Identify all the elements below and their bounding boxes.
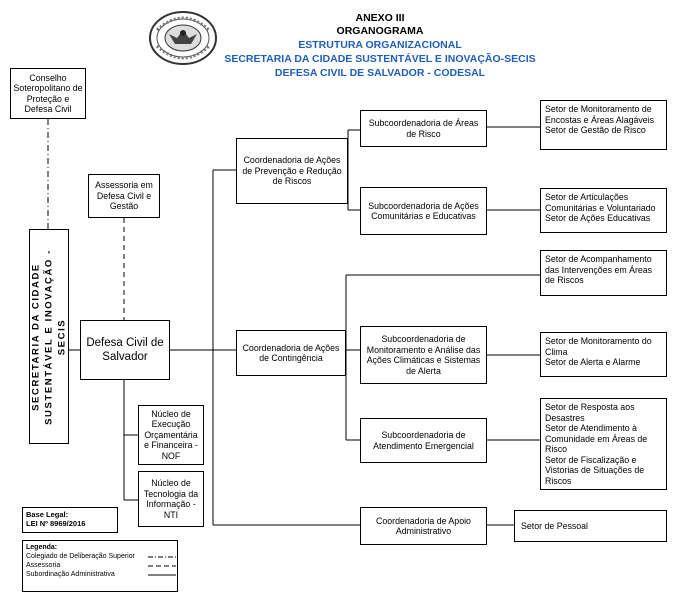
dash-dot-line-icon bbox=[148, 556, 176, 558]
sub-atendimento-box: Subcoordenadoria de Atendimento Emergenc… bbox=[360, 418, 487, 463]
coord-contingencia-box: Coordenadoria de Ações de Contingência bbox=[236, 330, 346, 376]
structure-subtitle: ESTRUTURA ORGANIZACIONAL bbox=[298, 39, 462, 51]
setor-resposta-box: Setor de Resposta aos Desastres Setor de… bbox=[540, 398, 667, 490]
dashed-line-icon bbox=[148, 565, 176, 567]
conselho-box: Conselho Soteropolitano de Proteção e De… bbox=[10, 68, 86, 119]
setor-acompanhamento-box: Setor de Acompanhamento das Intervenções… bbox=[540, 250, 667, 296]
setor-monitoramento-encostas-box: Setor de Monitoramento de Encostas e Áre… bbox=[540, 100, 667, 150]
codesal-seal-logo bbox=[149, 11, 217, 65]
defesa-civil-box: Defesa Civil de Salvador bbox=[80, 320, 170, 380]
secretariat-subtitle: SECRETARIA DA CIDADE SUSTENTÁVEL E INOVA… bbox=[224, 53, 536, 65]
legend-item-subordinacao: Subordinação Administrativa bbox=[26, 571, 115, 578]
nof-box: Núcleo de Execução Orçamentária e Financ… bbox=[138, 405, 204, 465]
legend-item-assessoria: Assessoria bbox=[26, 562, 61, 569]
setor-alerta-alarme-label: Setor de Alerta e Alarme bbox=[545, 357, 641, 367]
setor-acoes-educativas-label: Setor de Ações Educativas bbox=[545, 213, 651, 223]
codesal-subtitle: DEFESA CIVIL DE SALVADOR - CODESAL bbox=[274, 67, 486, 79]
setor-articulacoes-box: Setor de Articulações Comunitárias e Vol… bbox=[540, 188, 667, 233]
nti-box: Núcleo de Tecnologia da Informação - NTI bbox=[138, 471, 204, 527]
setor-fiscalizacao-label: Setor de Fiscalização e Vistorias de Sit… bbox=[545, 454, 645, 486]
setor-gestao-risco-label: Setor de Gestão de Risco bbox=[545, 125, 646, 135]
legend-title: Legenda: bbox=[26, 544, 58, 551]
assessoria-box: Assessoria em Defesa Civil e Gestão bbox=[88, 174, 160, 218]
setor-monitoramento-clima-label: Setor de Monitoramento do Clima bbox=[545, 336, 652, 357]
setor-monitoramento-encostas-label: Setor de Monitoramento de Encostas e Áre… bbox=[545, 104, 655, 125]
secis-line-1: SECRETARIA DA CIDADE bbox=[30, 262, 42, 411]
solid-line-icon bbox=[148, 574, 176, 576]
secis-line-2: SUSTENTÁVEL E INOVAÇÃO - SECIS bbox=[43, 248, 68, 425]
setor-clima-box: Setor de Monitoramento do Clima Setor de… bbox=[540, 332, 667, 377]
setor-atendimento-comunidade-label: Setor de Atendimento à Comunidade em Áre… bbox=[545, 423, 648, 454]
base-legal-box: Base Legal: LEI Nº 8969/2016 bbox=[22, 507, 118, 533]
org-chart-title: ORGANOGRAMA bbox=[336, 25, 424, 37]
sub-comunitarias-box: Subcoordenadoria de Ações Comunitárias e… bbox=[360, 187, 487, 235]
base-legal-label: Base Legal: bbox=[26, 510, 69, 519]
setor-articulacoes-label: Setor de Articulações Comunitárias e Vol… bbox=[545, 192, 656, 213]
secis-box: SECRETARIA DA CIDADE SUSTENTÁVEL E INOVA… bbox=[29, 229, 69, 444]
setor-pessoal-box: Setor de Pessoal bbox=[514, 510, 667, 542]
legend-box: Legenda: Colegiado de Deliberação Superi… bbox=[22, 540, 178, 592]
annex-label: ANEXO III bbox=[355, 12, 405, 24]
legend-item-colegiado: Colegiado de Deliberação Superior bbox=[26, 553, 135, 560]
sub-areas-risco-box: Subcoordenadoria de Áreas de Risco bbox=[360, 110, 487, 147]
coord-apoio-box: Coordenadoria de Apoio Administrativo bbox=[360, 507, 487, 545]
base-legal-law: LEI Nº 8969/2016 bbox=[26, 519, 86, 528]
sub-monitoramento-box: Subcoordenadoria de Monitoramento e Anál… bbox=[360, 326, 487, 384]
coord-prevencao-box: Coordenadoria de Ações de Prevenção e Re… bbox=[236, 138, 348, 204]
setor-resposta-desastres-label: Setor de Resposta aos Desastres bbox=[545, 402, 635, 423]
